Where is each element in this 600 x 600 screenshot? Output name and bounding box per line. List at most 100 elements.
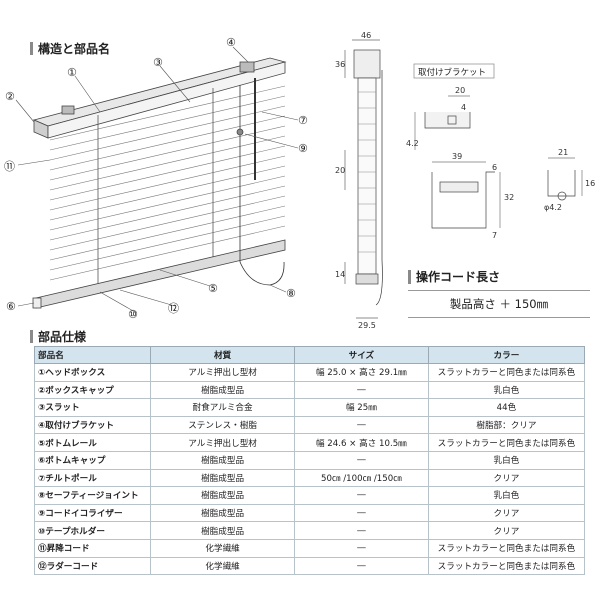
cell-material: 化学繊維 bbox=[150, 556, 295, 576]
dim-bracket-e: 6 bbox=[492, 163, 497, 172]
cell-color: 樹脂部：クリア bbox=[427, 415, 586, 435]
table-row: ④取付けブラケットステンレス・樹脂―樹脂部：クリア bbox=[33, 415, 586, 435]
table-row: ⑨コードイコライザー樹脂成型品―クリア bbox=[33, 503, 586, 523]
headbox-bottom bbox=[47, 61, 286, 139]
divider bbox=[408, 290, 590, 291]
title-bar bbox=[30, 42, 33, 55]
header-size: サイズ bbox=[293, 346, 429, 364]
cell-color: クリア bbox=[427, 468, 586, 488]
cell-part-name: ⑤ボトムレール bbox=[33, 433, 152, 452]
title-bar bbox=[408, 269, 411, 284]
dim-bracket-d: 39 bbox=[452, 152, 462, 161]
cell-size: ― bbox=[293, 380, 429, 400]
bracket-title: 取付けブラケット bbox=[418, 67, 486, 78]
structure-title: 構造と部品名 bbox=[30, 40, 110, 57]
safety-joint-loop bbox=[239, 261, 285, 286]
cell-size: ― bbox=[293, 556, 429, 576]
cell-part-name: ②ボックスキャップ bbox=[33, 380, 152, 400]
cord-length-panel: 操作コード長さ 製品高さ ＋ 150㎜ bbox=[408, 268, 590, 318]
cell-material: 樹脂成型品 bbox=[150, 503, 295, 523]
cell-material: ステンレス・樹脂 bbox=[150, 415, 295, 435]
cell-part-name: ⑧セーフティージョイント bbox=[33, 486, 152, 505]
callouts: ① ② ③ ④ ⑤ ⑥ ⑦ ⑧ ⑨ ⑩ ⑪ ⑫ bbox=[4, 36, 308, 321]
blind-diagram: ① ② ③ ④ ⑤ ⑥ ⑦ ⑧ ⑨ ⑩ ⑪ ⑫ bbox=[4, 31, 595, 330]
slats bbox=[49, 85, 286, 281]
callout-9: ⑨ bbox=[298, 142, 308, 155]
callout-8: ⑧ bbox=[286, 287, 296, 300]
cell-size: ― bbox=[293, 486, 429, 505]
table-row: ⑧セーフティージョイント樹脂成型品―乳白色 bbox=[33, 486, 586, 505]
callout-6: ⑥ bbox=[6, 300, 16, 313]
cell-size: 幅 25㎜ bbox=[293, 398, 429, 417]
cord-length-title-text: 操作コード長さ bbox=[416, 270, 501, 284]
cord-length-value: 製品高さ ＋ 150㎜ bbox=[449, 297, 549, 311]
dim-bracket-b: 4 bbox=[461, 103, 466, 112]
cell-part-name: ③スラット bbox=[33, 398, 152, 417]
cell-material: 化学繊維 bbox=[150, 538, 295, 558]
cell-material: 耐食アルミ合金 bbox=[150, 398, 295, 417]
header-color: カラー bbox=[427, 346, 586, 364]
header-part-name: 部品名 bbox=[33, 346, 152, 364]
dim-bracket-f: 32 bbox=[504, 193, 514, 202]
parts-spec-table: 部品名 材質 サイズ カラー ①ヘッドボックスアルミ押出し型材幅 25.0 × … bbox=[33, 346, 586, 576]
cell-color: スラットカラーと同色または同系色 bbox=[427, 556, 586, 576]
cell-color: 乳白色 bbox=[427, 486, 586, 505]
cell-color: スラットカラーと同色または同系色 bbox=[427, 538, 586, 558]
cell-size: ― bbox=[293, 415, 429, 435]
dim-bracket-a: 20 bbox=[455, 86, 465, 95]
callout-12: ⑫ bbox=[168, 302, 179, 315]
cell-size: ― bbox=[293, 450, 429, 470]
cell-color: クリア bbox=[427, 503, 586, 523]
cell-size: 幅 24.6 × 高さ 10.5㎜ bbox=[293, 433, 429, 452]
cell-material: 樹脂成型品 bbox=[150, 450, 295, 470]
cell-size: 50㎝ /100㎝ /150㎝ bbox=[293, 468, 429, 488]
bottom-cap bbox=[32, 297, 42, 309]
cell-part-name: ⑩テープホルダー bbox=[33, 521, 152, 540]
cell-material: 樹脂成型品 bbox=[150, 380, 295, 400]
parts-spec-title-text: 部品仕様 bbox=[38, 330, 87, 344]
table-row: ⑫ラダーコード化学繊維―スラットカラーと同色または同系色 bbox=[33, 556, 586, 576]
cell-color: スラットカラーと同色または同系色 bbox=[427, 363, 586, 382]
cord-equalizer bbox=[236, 128, 244, 136]
callout-11: ⑪ bbox=[4, 160, 15, 173]
cell-part-name: ④取付けブラケット bbox=[33, 415, 152, 435]
dim-bracket-j: φ4.2 bbox=[544, 203, 562, 212]
cell-material: 樹脂成型品 bbox=[150, 521, 295, 540]
dim-side-width: 46 bbox=[361, 31, 371, 40]
structure-title-text: 構造と部品名 bbox=[38, 42, 111, 56]
cell-part-name: ⑥ボトムキャップ bbox=[33, 450, 152, 470]
side-view bbox=[344, 39, 383, 319]
dim-side-bottom: 14 bbox=[335, 270, 345, 279]
dim-bracket-h: 21 bbox=[558, 148, 568, 157]
callout-2: ② bbox=[5, 90, 15, 103]
cell-color: 乳白色 bbox=[427, 450, 586, 470]
cell-size: ― bbox=[293, 538, 429, 558]
dim-bracket-g: 7 bbox=[492, 231, 497, 240]
cell-color: 44色 bbox=[427, 398, 586, 417]
cell-size: ― bbox=[293, 503, 429, 523]
cell-part-name: ①ヘッドボックス bbox=[33, 363, 152, 382]
bracket-right bbox=[239, 61, 255, 73]
dim-side-mid: 20 bbox=[335, 166, 345, 175]
header-material: 材質 bbox=[150, 346, 295, 364]
callout-5: ⑤ bbox=[208, 282, 218, 295]
dim-side-base: 29.5 bbox=[358, 321, 376, 330]
cell-color: クリア bbox=[427, 521, 586, 540]
dim-bracket-i: 16 bbox=[585, 179, 595, 188]
cell-size: ― bbox=[293, 521, 429, 540]
cell-part-name: ⑨コードイコライザー bbox=[33, 503, 152, 523]
callout-4: ④ bbox=[226, 36, 236, 49]
blind-illustration bbox=[32, 57, 287, 309]
table-row: ⑪昇降コード化学繊維―スラットカラーと同色または同系色 bbox=[33, 538, 586, 558]
cell-size: 幅 25.0 × 高さ 29.1㎜ bbox=[293, 363, 429, 382]
dim-bracket-c: 4.2 bbox=[406, 139, 419, 148]
callout-1: ① bbox=[67, 66, 77, 79]
bracket-left bbox=[61, 105, 75, 115]
divider bbox=[408, 317, 590, 318]
cord-length-title: 操作コード長さ bbox=[408, 268, 500, 285]
